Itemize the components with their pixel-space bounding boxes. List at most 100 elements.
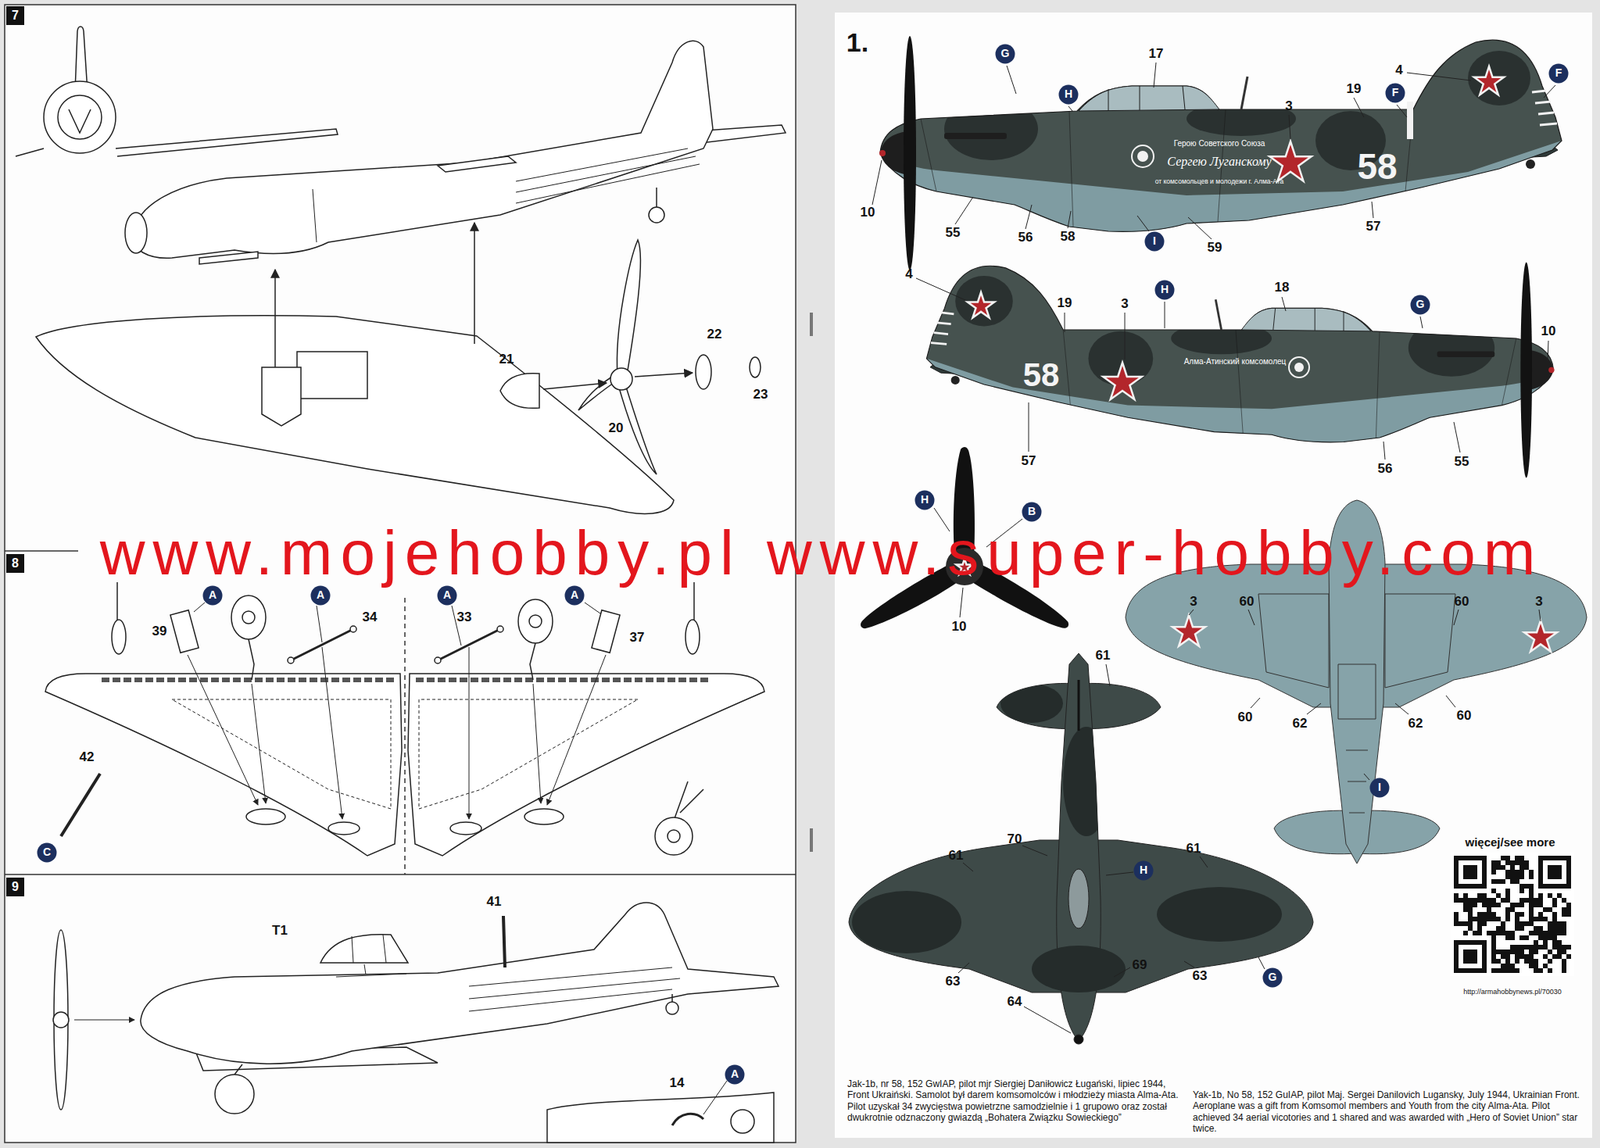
insignia — [1102, 362, 1142, 400]
circle-outline — [565, 586, 585, 606]
qr-code — [1547, 959, 1553, 964]
step-9-drawing — [665, 1002, 679, 1015]
qr-code — [1481, 898, 1487, 903]
circle-outline — [1155, 280, 1175, 301]
qr-code — [1524, 959, 1529, 964]
qr-code — [1510, 907, 1515, 913]
callout-number: 33 — [457, 610, 473, 626]
qr-code — [1514, 855, 1520, 861]
qr-code — [1519, 912, 1525, 917]
step-7-drawing — [543, 382, 607, 390]
step-8-drawing — [316, 605, 323, 643]
top-view — [1068, 869, 1089, 929]
qr-code — [1538, 968, 1543, 974]
top-view — [1063, 726, 1110, 837]
qr-code — [1533, 930, 1539, 936]
qr-code — [1519, 869, 1525, 875]
step-7-drawing — [616, 239, 641, 376]
step-8-drawing — [290, 629, 354, 661]
step-divider — [404, 597, 406, 875]
qr-code — [1528, 916, 1534, 922]
callout-letter-circle: F — [1385, 82, 1406, 104]
step-8-drawing — [328, 822, 360, 835]
step-number: 8 — [11, 556, 19, 571]
circle-outline — [1263, 968, 1283, 988]
qr-code — [1500, 865, 1506, 870]
qr-code — [1547, 921, 1553, 927]
step-8-drawing — [468, 647, 470, 820]
qr-code — [1463, 907, 1468, 913]
callout-number: 61 — [948, 848, 964, 864]
qr-code — [1552, 898, 1558, 903]
qr-code — [1552, 954, 1558, 960]
callout-letter-circle: H — [1154, 279, 1175, 301]
qr-code — [1477, 893, 1482, 899]
callout-letter: A — [443, 589, 452, 602]
step-7-drawing — [655, 187, 658, 208]
qr-code — [1542, 916, 1548, 922]
callout-number: 55 — [1454, 454, 1470, 470]
qr-code — [1453, 916, 1459, 922]
callout-number: 42 — [79, 750, 95, 766]
circle-outline — [37, 843, 58, 863]
qr-code — [1505, 949, 1511, 955]
step-divider — [4, 551, 796, 875]
qr-code — [1463, 921, 1468, 927]
qr-code — [1528, 893, 1534, 899]
qr-code — [1463, 902, 1468, 908]
step-8-drawing — [408, 673, 765, 856]
qr-code — [1557, 926, 1562, 931]
callout-number: 63 — [1192, 969, 1208, 985]
step-9-drawing — [547, 1092, 774, 1143]
callout-number: 62 — [1292, 716, 1308, 732]
scheme-number: 1. — [846, 28, 869, 58]
qr-code — [1533, 963, 1539, 969]
qr-code — [1514, 916, 1520, 922]
qr-code — [1557, 893, 1562, 899]
callout-number: 57 — [1366, 219, 1382, 235]
callout-number: 69 — [1132, 958, 1148, 974]
circle-outline — [1022, 502, 1042, 523]
step-8-drawing — [101, 677, 395, 683]
step-7-drawing — [634, 372, 693, 377]
qr-code — [1496, 893, 1501, 899]
callout-number: 17 — [1148, 46, 1164, 62]
circle-outline — [1145, 232, 1165, 252]
step-7-drawing — [199, 251, 258, 265]
qr-code — [1491, 959, 1497, 964]
qr-code — [1514, 902, 1520, 908]
qr-code — [1547, 949, 1553, 955]
circle-outline — [1410, 295, 1431, 315]
step-7-drawing — [261, 367, 301, 426]
step-7-drawing — [610, 368, 633, 391]
step-7-drawing — [274, 269, 276, 368]
qr-code — [1491, 865, 1497, 870]
qr-code — [1491, 949, 1497, 955]
callout-letter: F — [1392, 86, 1400, 99]
qr-code — [1477, 921, 1482, 927]
step-number-box: 8 — [6, 554, 25, 573]
callout-number: 60 — [1456, 708, 1472, 724]
step-8-drawing — [170, 610, 199, 654]
qr-code — [1538, 855, 1572, 889]
step-8-drawing — [673, 781, 704, 821]
qr-code — [1510, 902, 1515, 908]
qr-code — [1547, 926, 1553, 931]
qr-code — [1528, 902, 1534, 908]
qr-code — [1557, 921, 1562, 927]
qr-code — [1481, 916, 1487, 922]
bottom-view — [1345, 750, 1368, 813]
step-number: 9 — [11, 880, 19, 895]
step-7-drawing — [132, 40, 713, 258]
circle-outline — [1549, 64, 1569, 84]
callout-letter: H — [920, 493, 929, 506]
qr-code — [1463, 930, 1468, 936]
caption-text: Yak-1b, No 58, 152 GuIAP, pilot Maj. Ser… — [1192, 1089, 1581, 1135]
qr-code — [1542, 954, 1548, 960]
qr-code — [1528, 912, 1534, 917]
qr-code — [1519, 902, 1525, 908]
circle-outline — [437, 586, 458, 606]
qr-code — [1561, 968, 1567, 974]
qr-code — [1538, 926, 1543, 931]
qr-code — [1505, 907, 1511, 913]
